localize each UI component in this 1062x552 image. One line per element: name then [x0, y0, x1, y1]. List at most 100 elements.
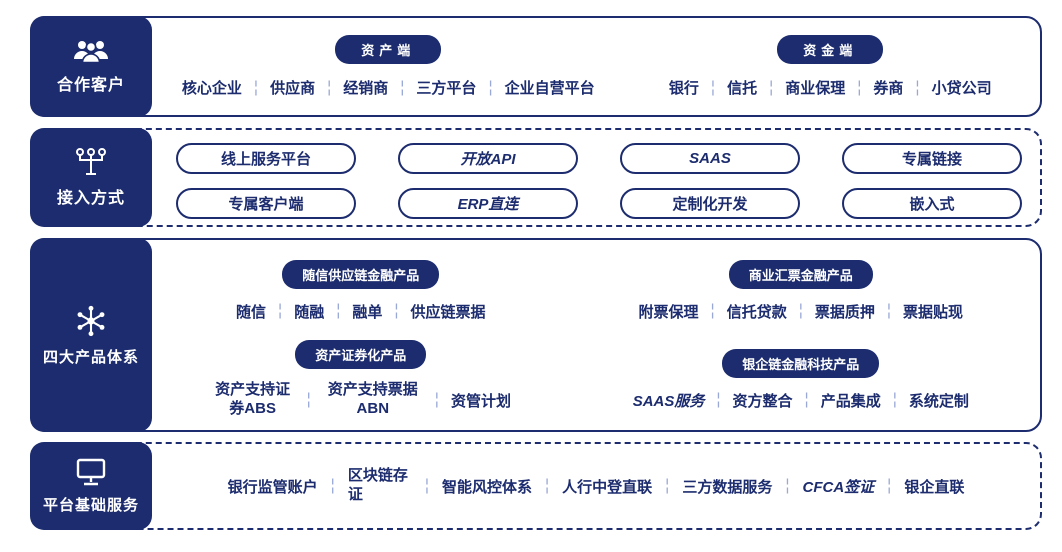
- item-separator: [716, 391, 720, 409]
- customer-item: 三方平台: [416, 80, 477, 97]
- item-separator: [799, 302, 803, 320]
- product-group-fintech: 银企链金融科技产品 SAAS服务 资方整合 产品集成 系统定制: [568, 335, 1034, 424]
- service-item: CFCA签证: [802, 478, 875, 496]
- row-title: 平台基础服务: [42, 497, 139, 514]
- row-partner-customers: 合作客户 资产端 核心企业 供应商 经销商 三方平台 企业自营平台: [30, 16, 1042, 117]
- product-item: 资管计划: [450, 392, 511, 410]
- service-item: 区块链存证: [347, 467, 408, 503]
- item-separator: [394, 302, 398, 320]
- access-method-pill: 定制化开发: [620, 188, 800, 219]
- item-separator: [769, 79, 773, 97]
- customer-item: 商业保理: [785, 80, 846, 97]
- item-separator: [327, 79, 331, 97]
- hub-icon: [73, 303, 109, 339]
- product-item: 资产支持票据ABN: [327, 381, 418, 417]
- access-method-grid: 线上服务平台 开放API SAAS 专属链接 专属客户端 ERP直连 定制化开发…: [176, 143, 1022, 219]
- service-item: 银行监管账户: [227, 478, 318, 496]
- product-item: 票据贴现: [903, 303, 964, 321]
- product-item: 资产支持证券ABS: [215, 381, 291, 417]
- monitor-icon: [74, 457, 108, 487]
- asset-side-items: 核心企业 供应商 经销商 三方平台 企业自营平台: [182, 77, 595, 98]
- customer-item: 信托: [727, 80, 758, 97]
- row-label-partner-customers: 合作客户: [30, 16, 152, 117]
- customer-item: 银行: [668, 80, 699, 97]
- service-item: 三方数据服务: [682, 478, 773, 496]
- row-access-methods: 接入方式 线上服务平台 开放API SAAS 专属链接 专属客户端 ERP直连 …: [30, 128, 1042, 227]
- product-item: SAAS服务: [632, 392, 705, 410]
- product-item: 系统定制: [908, 392, 969, 410]
- access-method-pill: 线上服务平台: [176, 143, 356, 174]
- access-method-pill: SAAS: [620, 143, 800, 174]
- product-item: 票据质押: [814, 303, 875, 321]
- item-separator: [435, 391, 439, 409]
- item-separator: [254, 79, 258, 97]
- service-item: 人行中登直联: [562, 478, 653, 496]
- customer-item: 核心企业: [181, 80, 242, 97]
- product-item: 附票保理: [638, 303, 699, 321]
- item-separator: [400, 79, 404, 97]
- row-title: 合作客户: [56, 77, 125, 94]
- row-platform-services: 平台基础服务 银行监管账户 区块链存证 智能风控体系 人行中登直联 三方数据服务…: [30, 442, 1042, 530]
- row-title: 四大产品体系: [42, 349, 139, 366]
- customer-item: 小贷公司: [931, 80, 992, 97]
- item-separator: [711, 302, 715, 320]
- row-label-platform-services: 平台基础服务: [30, 442, 152, 530]
- item-separator: [278, 302, 282, 320]
- item-separator: [545, 477, 549, 495]
- item-separator: [331, 477, 335, 495]
- access-method-pill: 开放API: [398, 143, 578, 174]
- product-groups-grid: 随信供应链金融产品 随信 随融 融单 供应链票据 商业汇票金融产品 附票保理: [154, 246, 1034, 424]
- platform-service-items: 银行监管账户 区块链存证 智能风控体系 人行中登直联 三方数据服务 CFCA签证…: [154, 444, 1038, 528]
- product-item: 产品集成: [820, 392, 881, 410]
- item-separator: [336, 302, 340, 320]
- asset-side-badge: 资产端: [335, 35, 442, 64]
- product-group-commercial-draft: 商业汇票金融产品 附票保理 信托贷款 票据质押 票据贴现: [568, 246, 1034, 335]
- share-icon: [74, 147, 108, 177]
- customer-item: 券商: [873, 80, 904, 97]
- customer-item: 供应商: [270, 80, 316, 97]
- item-separator: [785, 477, 789, 495]
- item-separator: [425, 477, 429, 495]
- product-items: 资产支持证券ABS 资产支持票据ABN 资管计划: [211, 381, 511, 419]
- item-separator: [887, 302, 891, 320]
- product-item: 信托贷款: [726, 303, 787, 321]
- product-group-securitization: 资产证券化产品 资产支持证券ABS 资产支持票据ABN 资管计划: [154, 335, 568, 424]
- service-item: 银企直联: [904, 478, 965, 496]
- item-separator: [893, 391, 897, 409]
- row-label-product-systems: 四大产品体系: [30, 238, 152, 432]
- access-method-pill: 专属链接: [842, 143, 1022, 174]
- users-icon: [72, 38, 110, 64]
- product-item: 资方整合: [732, 392, 793, 410]
- product-group-badge: 资产证券化产品: [295, 340, 427, 370]
- row-product-systems: 四大产品体系 随信供应链金融产品 随信 随融 融单 供应链票据: [30, 238, 1042, 432]
- fund-side-items: 银行 信托 商业保理 券商 小贷公司: [669, 77, 992, 98]
- product-items: 附票保理 信托贷款 票据质押 票据贴现: [639, 301, 964, 322]
- product-item: 融单: [352, 303, 383, 321]
- product-items: SAAS服务 资方整合 产品集成 系统定制: [633, 390, 969, 411]
- product-group-suixin: 随信供应链金融产品 随信 随融 融单 供应链票据: [154, 246, 568, 335]
- row-label-access-methods: 接入方式: [30, 128, 152, 227]
- customer-item: 企业自营平台: [504, 80, 595, 97]
- product-group-badge: 银企链金融科技产品: [722, 348, 880, 378]
- item-separator: [711, 79, 715, 97]
- item-separator: [887, 477, 891, 495]
- item-separator: [915, 79, 919, 97]
- product-item: 随融: [294, 303, 325, 321]
- item-separator: [307, 391, 311, 409]
- customer-item: 经销商: [343, 80, 389, 97]
- service-item: 智能风控体系: [441, 478, 532, 496]
- product-group-badge: 商业汇票金融产品: [728, 259, 873, 289]
- item-separator: [488, 79, 492, 97]
- product-item: 供应链票据: [410, 303, 486, 321]
- fund-side-badge: 资金端: [777, 35, 884, 64]
- product-group-badge: 随信供应链金融产品: [282, 259, 440, 289]
- row-title: 接入方式: [56, 190, 125, 207]
- product-items: 随信 随融 融单 供应链票据: [236, 301, 486, 322]
- item-separator: [805, 391, 809, 409]
- access-method-pill: 专属客户端: [176, 188, 356, 219]
- item-separator: [857, 79, 861, 97]
- fund-side-group: 资金端 银行 信托 商业保理 券商 小贷公司: [623, 18, 1038, 115]
- asset-side-group: 资产端 核心企业 供应商 经销商 三方平台 企业自营平台: [154, 18, 623, 115]
- access-method-pill: ERP直连: [398, 188, 578, 219]
